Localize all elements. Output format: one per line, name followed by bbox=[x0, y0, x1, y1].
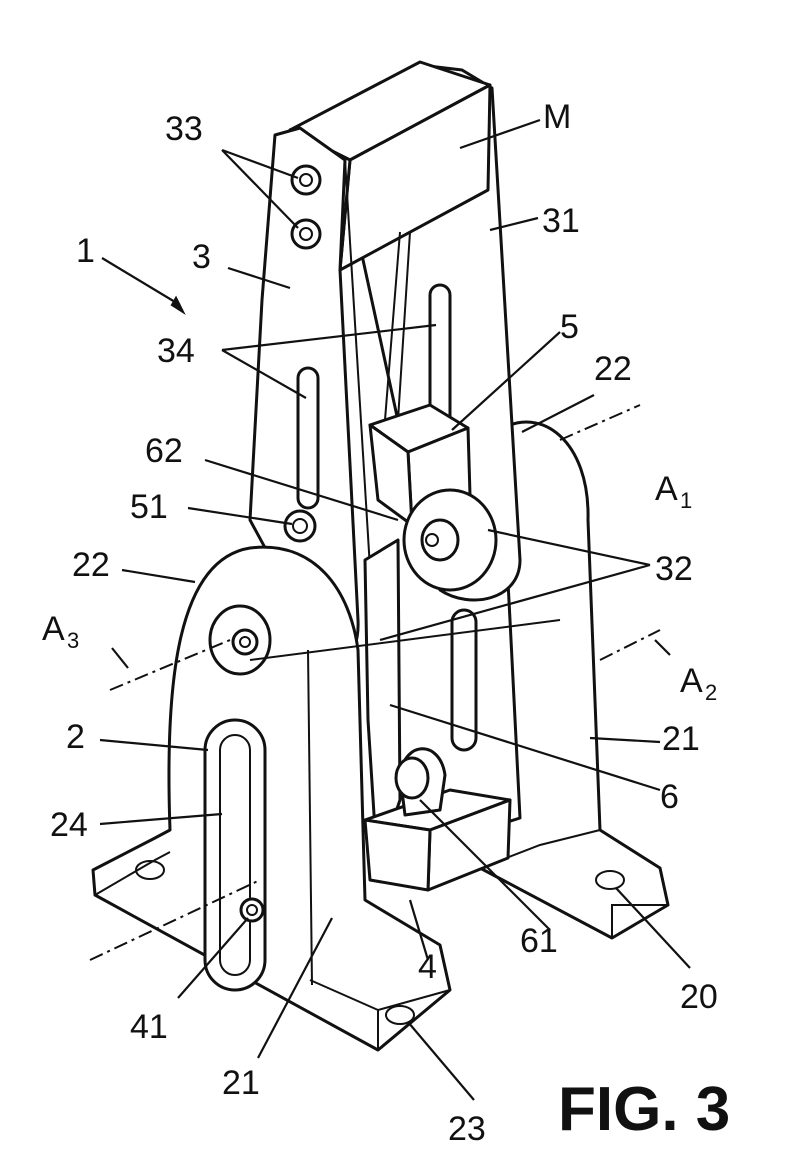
label-A1-subscript: 1 bbox=[680, 488, 692, 513]
label-4: 4 bbox=[418, 948, 437, 986]
label-5: 5 bbox=[560, 308, 579, 346]
hub-32 bbox=[404, 490, 496, 590]
slot-34-front bbox=[298, 368, 318, 508]
label-2: 2 bbox=[66, 718, 85, 756]
label-32: 32 bbox=[655, 550, 693, 588]
label-A2-subscript: 2 bbox=[705, 680, 717, 705]
label-51: 51 bbox=[130, 488, 168, 526]
label-41: 41 bbox=[130, 1008, 168, 1046]
label-33: 33 bbox=[165, 110, 203, 148]
label-1: 1 bbox=[76, 232, 95, 270]
label-A3-subscript: 3 bbox=[67, 628, 79, 653]
label-22-upper: 22 bbox=[594, 350, 632, 388]
label-34: 34 bbox=[157, 332, 195, 370]
label-31: 31 bbox=[542, 202, 580, 240]
screw-33-upper bbox=[292, 166, 320, 194]
link-6 bbox=[365, 540, 400, 835]
label-24: 24 bbox=[50, 806, 88, 844]
label-61: 61 bbox=[520, 922, 558, 960]
figure-caption: FIG. 3 bbox=[558, 1075, 730, 1144]
label-6: 6 bbox=[660, 778, 679, 816]
axis-A1 bbox=[560, 405, 640, 440]
slot-24 bbox=[205, 720, 265, 990]
label-21-right: 21 bbox=[662, 720, 700, 758]
label-20: 20 bbox=[680, 978, 718, 1016]
screw-33-lower bbox=[292, 220, 320, 248]
label-M: M bbox=[543, 98, 571, 136]
screw-41 bbox=[241, 899, 263, 921]
label-62: 62 bbox=[145, 432, 183, 470]
label-21-front: 21 bbox=[222, 1064, 260, 1102]
label-22-lower: 22 bbox=[72, 546, 110, 584]
label-3: 3 bbox=[192, 238, 211, 276]
label-A1: A bbox=[655, 470, 678, 508]
pin-61 bbox=[396, 758, 428, 798]
label-A2: A bbox=[680, 662, 703, 700]
label-23: 23 bbox=[448, 1110, 486, 1148]
label-A3: A bbox=[42, 610, 65, 648]
axis-A2 bbox=[600, 630, 660, 660]
screw-51 bbox=[285, 511, 315, 541]
